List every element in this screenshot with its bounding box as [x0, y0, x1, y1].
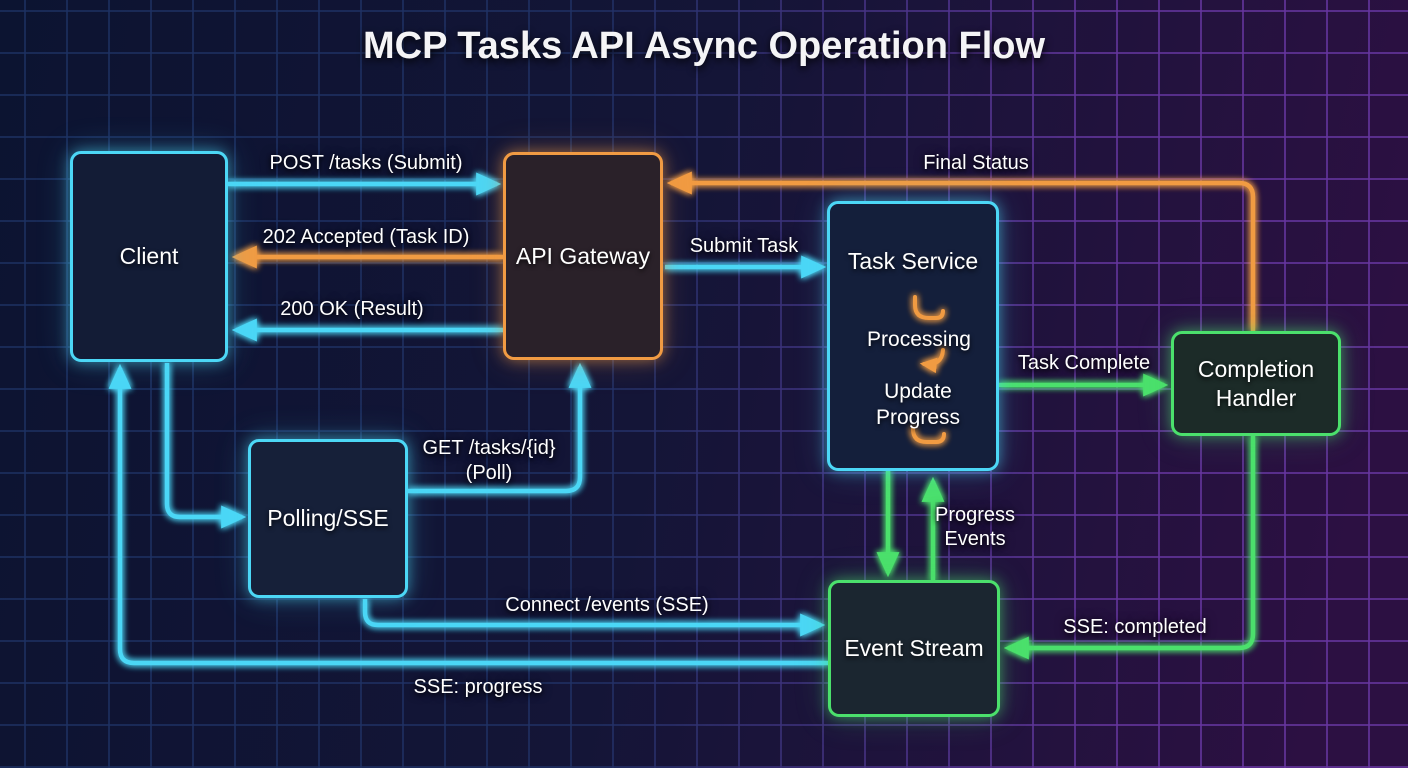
edge-label-task-complete: Task Complete — [1017, 352, 1151, 374]
edge-label-sse-progress: SSE: progress — [413, 676, 543, 698]
node-task-service-label: Task Service — [847, 247, 979, 274]
arrow-final-status — [666, 171, 1256, 331]
node-polling-sse-label: Polling/SSE — [267, 505, 389, 532]
loop-arc-top — [913, 295, 945, 320]
loop-arc-bottom — [911, 427, 946, 444]
edge-label-get-poll: GET /tasks/{id} — [422, 437, 556, 459]
arrow-client-to-polling — [164, 363, 247, 529]
node-event-stream: Event Stream — [828, 580, 1000, 717]
node-polling-sse: Polling/SSE — [248, 439, 408, 598]
edge-label-get-poll-sub: (Poll) — [465, 462, 513, 484]
edge-label-submit-task: Submit Task — [689, 235, 799, 257]
edge-label-progress-events: Progress Events — [934, 504, 1016, 550]
node-api-gateway-label: API Gateway — [515, 242, 651, 269]
arrow-sse-progress — [108, 363, 828, 666]
edge-label-post-tasks: POST /tasks (Submit) — [269, 152, 463, 174]
arrow-connect-events — [362, 599, 826, 637]
loop-arrow-mid — [919, 348, 945, 374]
task-step-update-progress: Update Progress — [875, 379, 961, 429]
node-event-stream-label: Event Stream — [844, 635, 984, 662]
diagram-title: MCP Tasks API Async Operation Flow — [362, 25, 1046, 67]
edge-label-connect-events: Connect /events (SSE) — [505, 594, 709, 616]
edge-label-202-accepted: 202 Accepted (Task ID) — [262, 226, 470, 248]
node-api-gateway: API Gateway — [503, 152, 663, 360]
processing-loop-icon — [911, 295, 946, 444]
edge-label-sse-completed: SSE: completed — [1063, 616, 1207, 638]
edge-label-200-ok: 200 OK (Result) — [280, 298, 424, 320]
edge-label-final-status: Final Status — [923, 152, 1029, 174]
node-completion-handler: Completion Handler — [1171, 331, 1341, 436]
arrow-sse-completed — [1003, 436, 1256, 660]
node-client-label: Client — [119, 243, 179, 270]
task-step-processing: Processing — [867, 328, 971, 351]
node-client: Client — [70, 151, 228, 362]
arrow-get-poll — [408, 362, 592, 494]
node-task-service: Task Service Processing Update Progress — [827, 201, 999, 471]
node-completion-handler-label: Completion Handler — [1197, 356, 1315, 411]
